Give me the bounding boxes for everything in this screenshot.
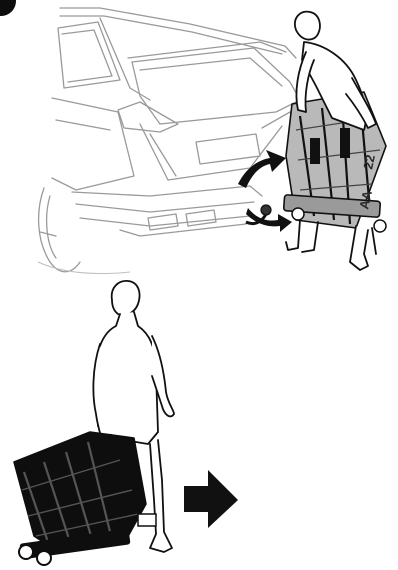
right-arrow-icon xyxy=(184,470,238,528)
bike-carrier-carried xyxy=(14,432,156,565)
curved-arrow-icon xyxy=(238,150,292,232)
carrier-marking-22: 22 xyxy=(360,153,378,170)
car-rear-outline xyxy=(39,8,300,272)
